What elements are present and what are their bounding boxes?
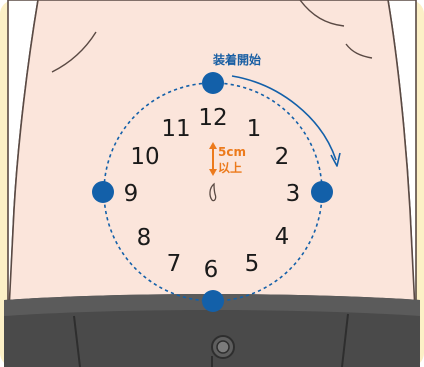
marker-9-icon [92,181,114,203]
clock-number-12: 12 [198,105,227,131]
clock-number-8: 8 [137,225,152,251]
clock-number-9: 9 [124,181,139,207]
distance-label-line1: 5cm [218,145,246,159]
clock-number-2: 2 [275,144,290,170]
clock-number-3: 3 [286,181,301,207]
clock-number-4: 4 [275,224,290,250]
marker-6-icon [202,290,224,312]
clock-number-10: 10 [130,144,159,170]
clock-number-1: 1 [247,116,262,142]
marker-3-icon [311,181,333,203]
clock-number-6: 6 [204,257,219,283]
clock-number-7: 7 [167,251,182,277]
distance-label-line2: 以上 [218,160,242,175]
clock-number-5: 5 [245,251,260,277]
marker-12-icon [202,72,224,94]
button-icon [212,336,234,358]
start-label: 装着開始 [212,52,261,67]
clock-number-11: 11 [161,116,190,142]
